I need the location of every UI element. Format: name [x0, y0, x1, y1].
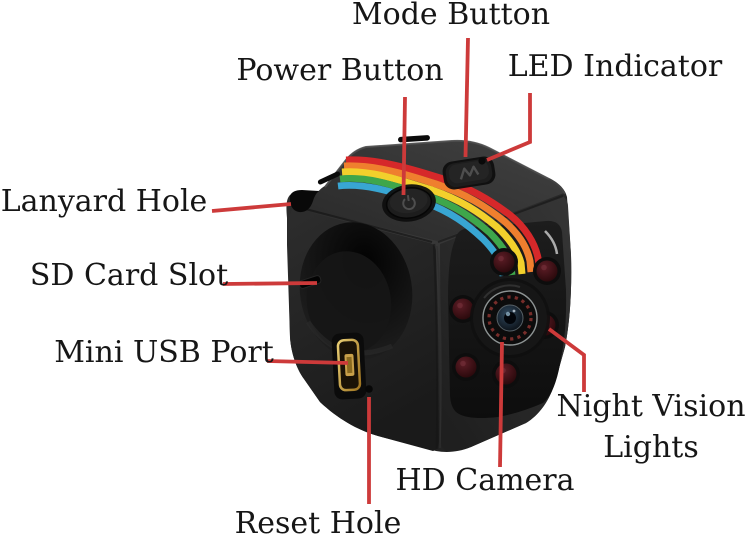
ir-led [492, 360, 520, 388]
vent-slit [317, 171, 341, 185]
ir-led [533, 257, 561, 285]
label-hd-camera: HD Camera [395, 463, 575, 498]
label-led-indicator: LED Indicator [507, 49, 723, 84]
vertical-ridge [432, 243, 439, 450]
leader-line-mode-button [463, 37, 470, 158]
clip-recess [299, 222, 413, 360]
reset-hole [365, 385, 373, 393]
label-power-button: Power Button [236, 53, 444, 88]
power-icon [402, 194, 416, 211]
leader-line-led-indicator [486, 93, 532, 162]
leader-line-hd-camera [498, 341, 504, 468]
label-night-vision-line1: Night Vision [556, 389, 746, 424]
label-reset-hole: Reset Hole [234, 506, 402, 541]
leader-line-sd-card-slot [222, 281, 318, 286]
mini-usb-port [331, 332, 367, 400]
mode-icon [459, 165, 480, 180]
leader-lines [211, 37, 586, 504]
rear-edge-highlight [324, 139, 550, 188]
leader-line-lanyard-hole [211, 202, 292, 213]
label-sd-card-slot: SD Card Slot [29, 258, 229, 293]
leader-line-mini-usb-port [266, 359, 349, 365]
vertical-ridge-highlight [436, 245, 442, 449]
hd-camera-lens [470, 278, 550, 358]
ir-led [490, 248, 518, 276]
leader-line-power-button [401, 96, 407, 196]
ir-led [452, 353, 480, 381]
lanyard-hole [289, 190, 319, 213]
panel-corner-highlight [544, 230, 559, 255]
label-mini-usb-port: Mini USB Port [54, 335, 274, 370]
leader-line-night-vision [547, 327, 586, 392]
power-button [382, 184, 436, 222]
label-night-vision-lights: Night Vision Lights [556, 386, 745, 468]
corner-edge-highlight [548, 178, 566, 195]
label-night-vision-line2: Lights [603, 430, 699, 465]
label-mode-button: Mode Button [351, 0, 551, 32]
led-indicator-hole [478, 157, 486, 165]
mode-button [442, 156, 496, 190]
label-lanyard-hole: Lanyard Hole [0, 184, 208, 219]
ir-led [449, 295, 477, 323]
